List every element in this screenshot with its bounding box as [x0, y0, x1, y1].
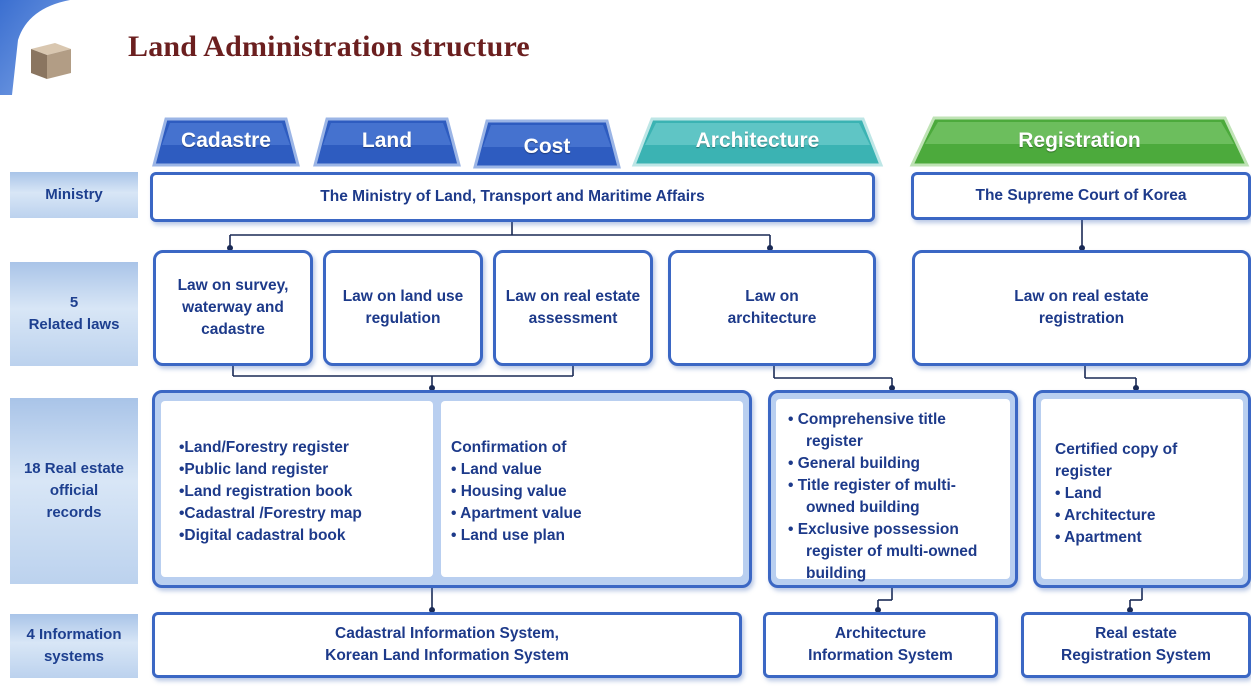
tab-cadastre: Cadastre [150, 115, 302, 167]
tab-label: Registration [1018, 128, 1141, 152]
tab-label: Architecture [695, 129, 820, 152]
list-item: •Digital cadastral book [179, 527, 346, 544]
records-cadastre-list: •Land/Forestry register •Public land reg… [161, 401, 433, 577]
list-item: building [806, 565, 867, 582]
page-title: Land Administration structure [128, 30, 530, 63]
tab-label: Cadastre [181, 129, 271, 152]
list-item: • Comprehensive title [788, 411, 946, 428]
list-item: • Exclusive possession [788, 521, 959, 538]
row-label-ministry: Ministry [10, 172, 138, 218]
records-registration-inner: Certified copy of register • Land • Arch… [1041, 399, 1243, 579]
list-item: register of multi-owned [806, 543, 978, 560]
list-item: • Land value [451, 461, 542, 478]
tab-label: Cost [523, 135, 571, 158]
list-item: • Land [1055, 485, 1102, 502]
list-item: • General building [788, 455, 921, 472]
list-item: • Apartment value [451, 505, 582, 522]
row-label-related-laws: 5 Related laws [10, 262, 138, 366]
tab-architecture: Architecture [630, 115, 885, 167]
list-item: •Public land register [179, 461, 329, 478]
cube-icon [31, 43, 71, 79]
records-box-architecture: • Comprehensive title register • General… [768, 390, 1018, 588]
tab-registration: Registration [908, 114, 1251, 167]
list-item: •Land/Forestry register [179, 439, 349, 456]
row-label-systems: 4 Information systems [10, 614, 138, 678]
confirmation-title: Confirmation of [451, 439, 567, 456]
list-item: owned building [806, 499, 920, 516]
list-item: • Apartment [1055, 529, 1142, 546]
tab-land: Land [311, 115, 463, 167]
registration-title: Certified copy of [1055, 441, 1178, 458]
ministry-box-court: The Supreme Court of Korea [911, 172, 1251, 220]
corner-decoration [0, 0, 70, 95]
records-panel-land: •Land/Forestry register •Public land reg… [152, 390, 752, 588]
list-item: register [806, 433, 863, 450]
list-item: •Cadastral /Forestry map [179, 505, 362, 522]
system-box-cadastral: Cadastral Information System,Korean Land… [152, 612, 742, 678]
records-confirmation-list: Confirmation of • Land value • Housing v… [441, 401, 743, 577]
registration-title: register [1055, 463, 1112, 480]
records-architecture-inner: • Comprehensive title register • General… [776, 399, 1010, 582]
list-item: •Land registration book [179, 483, 353, 500]
tab-label: Land [361, 129, 413, 152]
tab-cost: Cost [471, 117, 623, 169]
records-box-registration: Certified copy of register • Land • Arch… [1033, 390, 1251, 588]
list-item: • Land use plan [451, 527, 565, 544]
list-item: • Architecture [1055, 507, 1156, 524]
row-label-records: 18 Real estate official records [10, 398, 138, 584]
ministry-box-mltm: The Ministry of Land, Transport and Mari… [150, 172, 875, 222]
list-item: • Title register of multi- [788, 477, 956, 494]
list-item: • Housing value [451, 483, 567, 500]
